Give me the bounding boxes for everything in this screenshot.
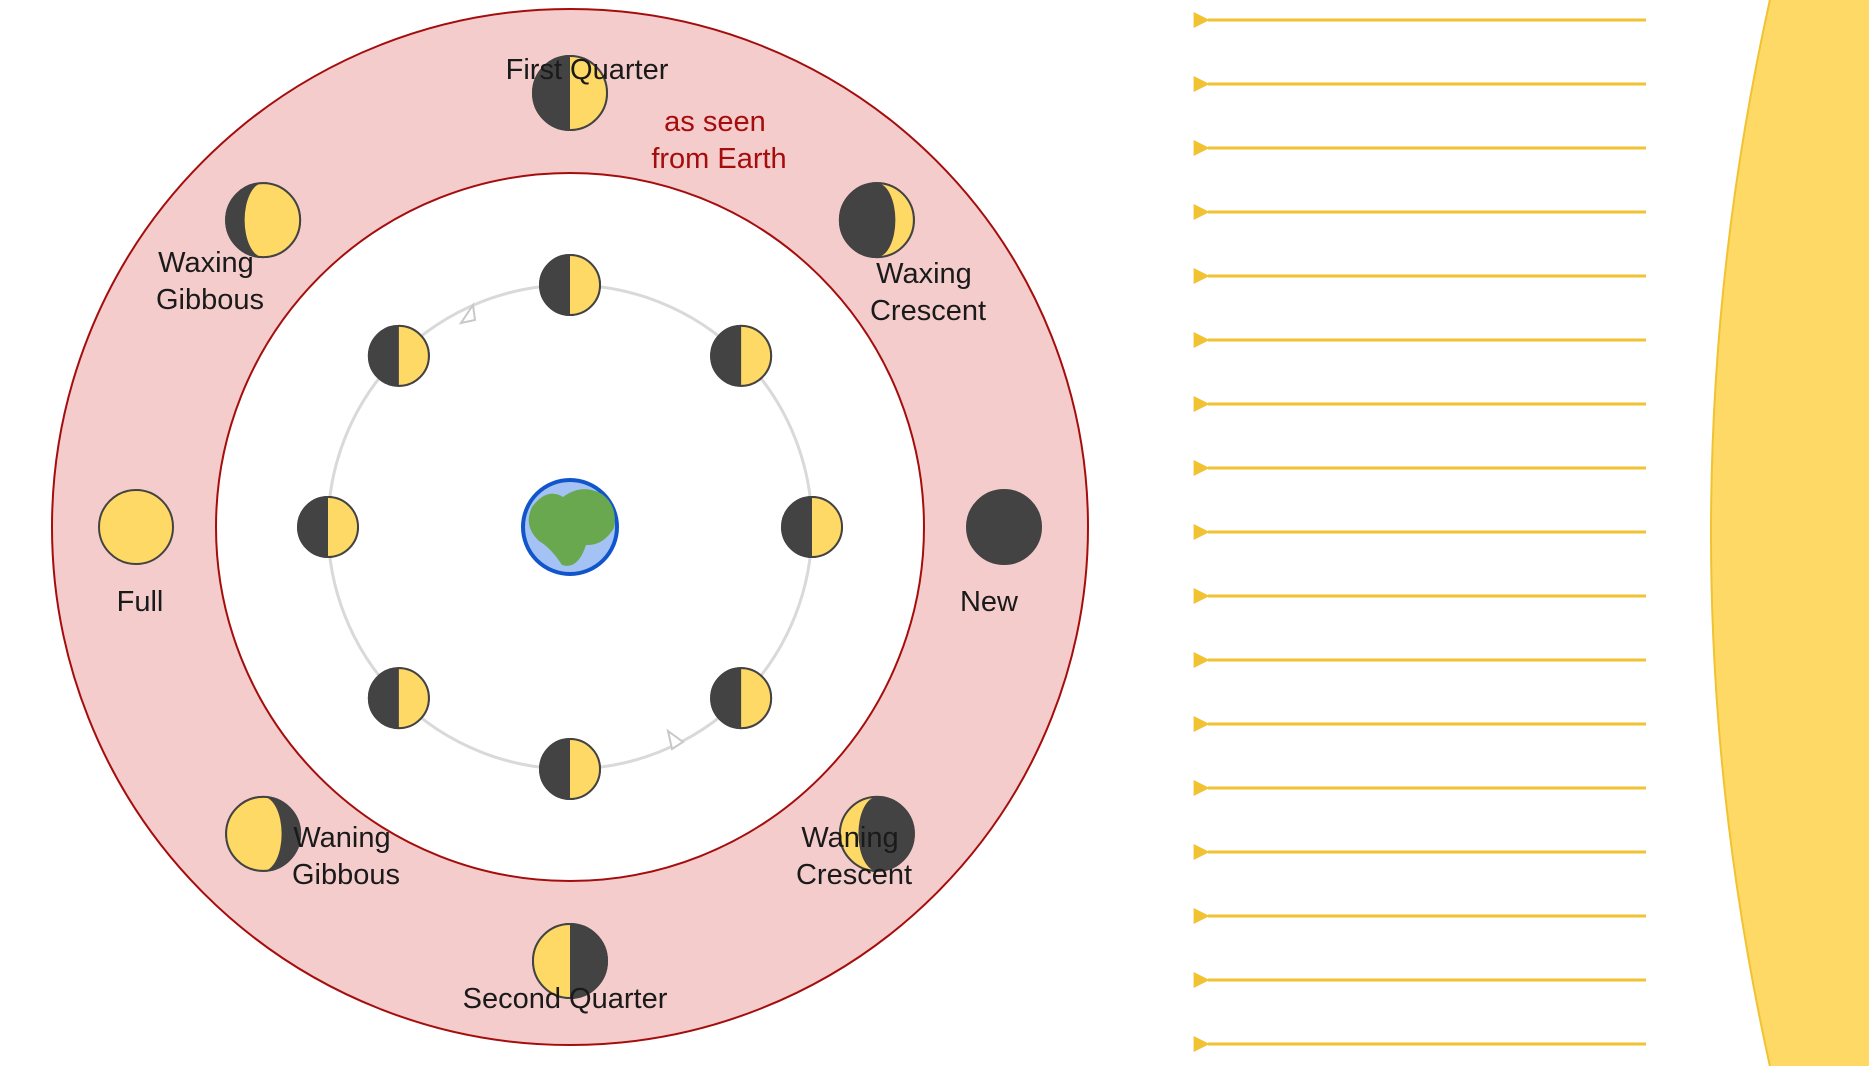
- phase-moon-waning-gibbous-icon: [225, 795, 302, 872]
- earth-icon: [521, 478, 619, 576]
- orbit-moon-icon: [710, 667, 773, 730]
- label-waxing-crescent: Waxing Crescent: [870, 258, 986, 327]
- label-waxing-gibbous: Waxing Gibbous: [156, 247, 264, 316]
- orbit-moon-icon: [539, 254, 601, 316]
- phase-moon-waxing-crescent-icon: [838, 182, 915, 259]
- label-second-quarter: Second Quarter: [463, 983, 668, 1015]
- orbit-moon-icon: [539, 738, 601, 800]
- orbit-moon-icon: [367, 667, 430, 730]
- orbit-moon-icon: [297, 496, 359, 558]
- phase-moon-waxing-gibbous-icon: [225, 182, 302, 259]
- phase-moon-first-quarter-icon: [532, 55, 608, 131]
- label-first-quarter: First Quarter: [506, 54, 669, 86]
- label-full: Full: [117, 586, 164, 618]
- orbit-direction-arrow-icon: [458, 302, 477, 325]
- phase-moon-new-icon: [966, 489, 1042, 565]
- phase-moon-waning-crescent-icon: [838, 795, 915, 872]
- label-new: New: [960, 586, 1019, 618]
- label-waning-gibbous: Waning Gibbous: [292, 822, 400, 891]
- label-waning-crescent: Waning Crescent: [796, 822, 912, 891]
- phase-moon-second-quarter-icon: [532, 923, 608, 999]
- orbit-moons: [297, 254, 843, 800]
- orbit-moon-icon: [710, 324, 773, 387]
- orbit-direction-arrow-icon: [666, 728, 685, 751]
- orbit-moon-icon: [367, 324, 430, 387]
- sun-rays: [1193, 12, 1646, 1052]
- sun-icon: [1710, 0, 1869, 1066]
- orbit-moon-icon: [781, 496, 843, 558]
- phase-moon-full-icon: [98, 489, 174, 565]
- observer-note: as seen from Earth: [651, 106, 786, 175]
- phase-moons: [98, 55, 1042, 999]
